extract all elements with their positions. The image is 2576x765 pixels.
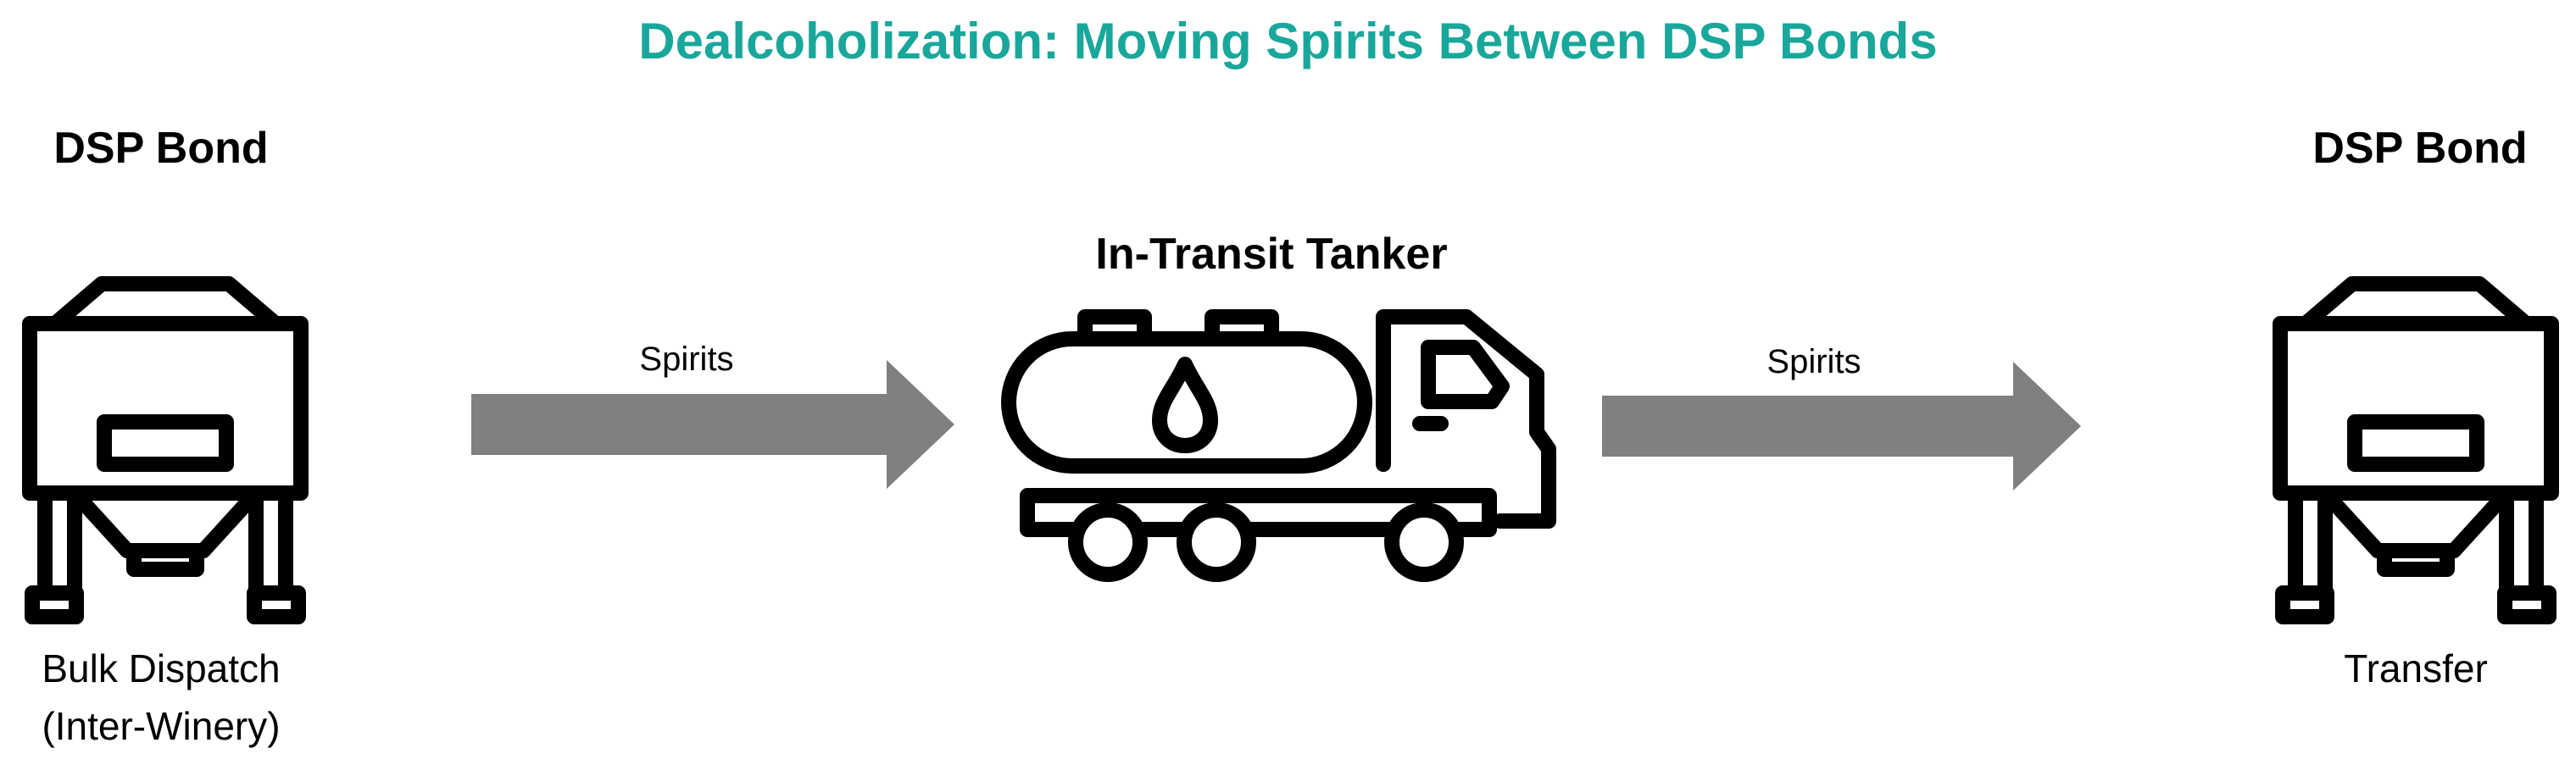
source-caption-line2: (Inter-Winery) xyxy=(42,704,281,748)
destination-caption: Transfer xyxy=(2344,646,2488,690)
source-caption: Bulk Dispatch (Inter-Winery) xyxy=(17,640,305,755)
source-caption-line1: Bulk Dispatch xyxy=(42,646,281,690)
diagram-title: Dealcoholization: Moving Spirits Between… xyxy=(638,13,1938,69)
flow-out-label: Spirits xyxy=(1766,343,1861,380)
arrow-right-icon xyxy=(471,360,954,489)
destination-heading: DSP Bond xyxy=(2312,124,2528,173)
flow-in-label: Spirits xyxy=(639,341,734,378)
tanker-truck-icon xyxy=(1001,309,1556,582)
storage-tank-icon xyxy=(22,276,309,624)
arrow-right-icon xyxy=(1602,362,2081,491)
transit-heading: In-Transit Tanker xyxy=(1095,230,1448,279)
storage-tank-icon xyxy=(2273,276,2559,624)
source-heading: DSP Bond xyxy=(53,124,269,173)
